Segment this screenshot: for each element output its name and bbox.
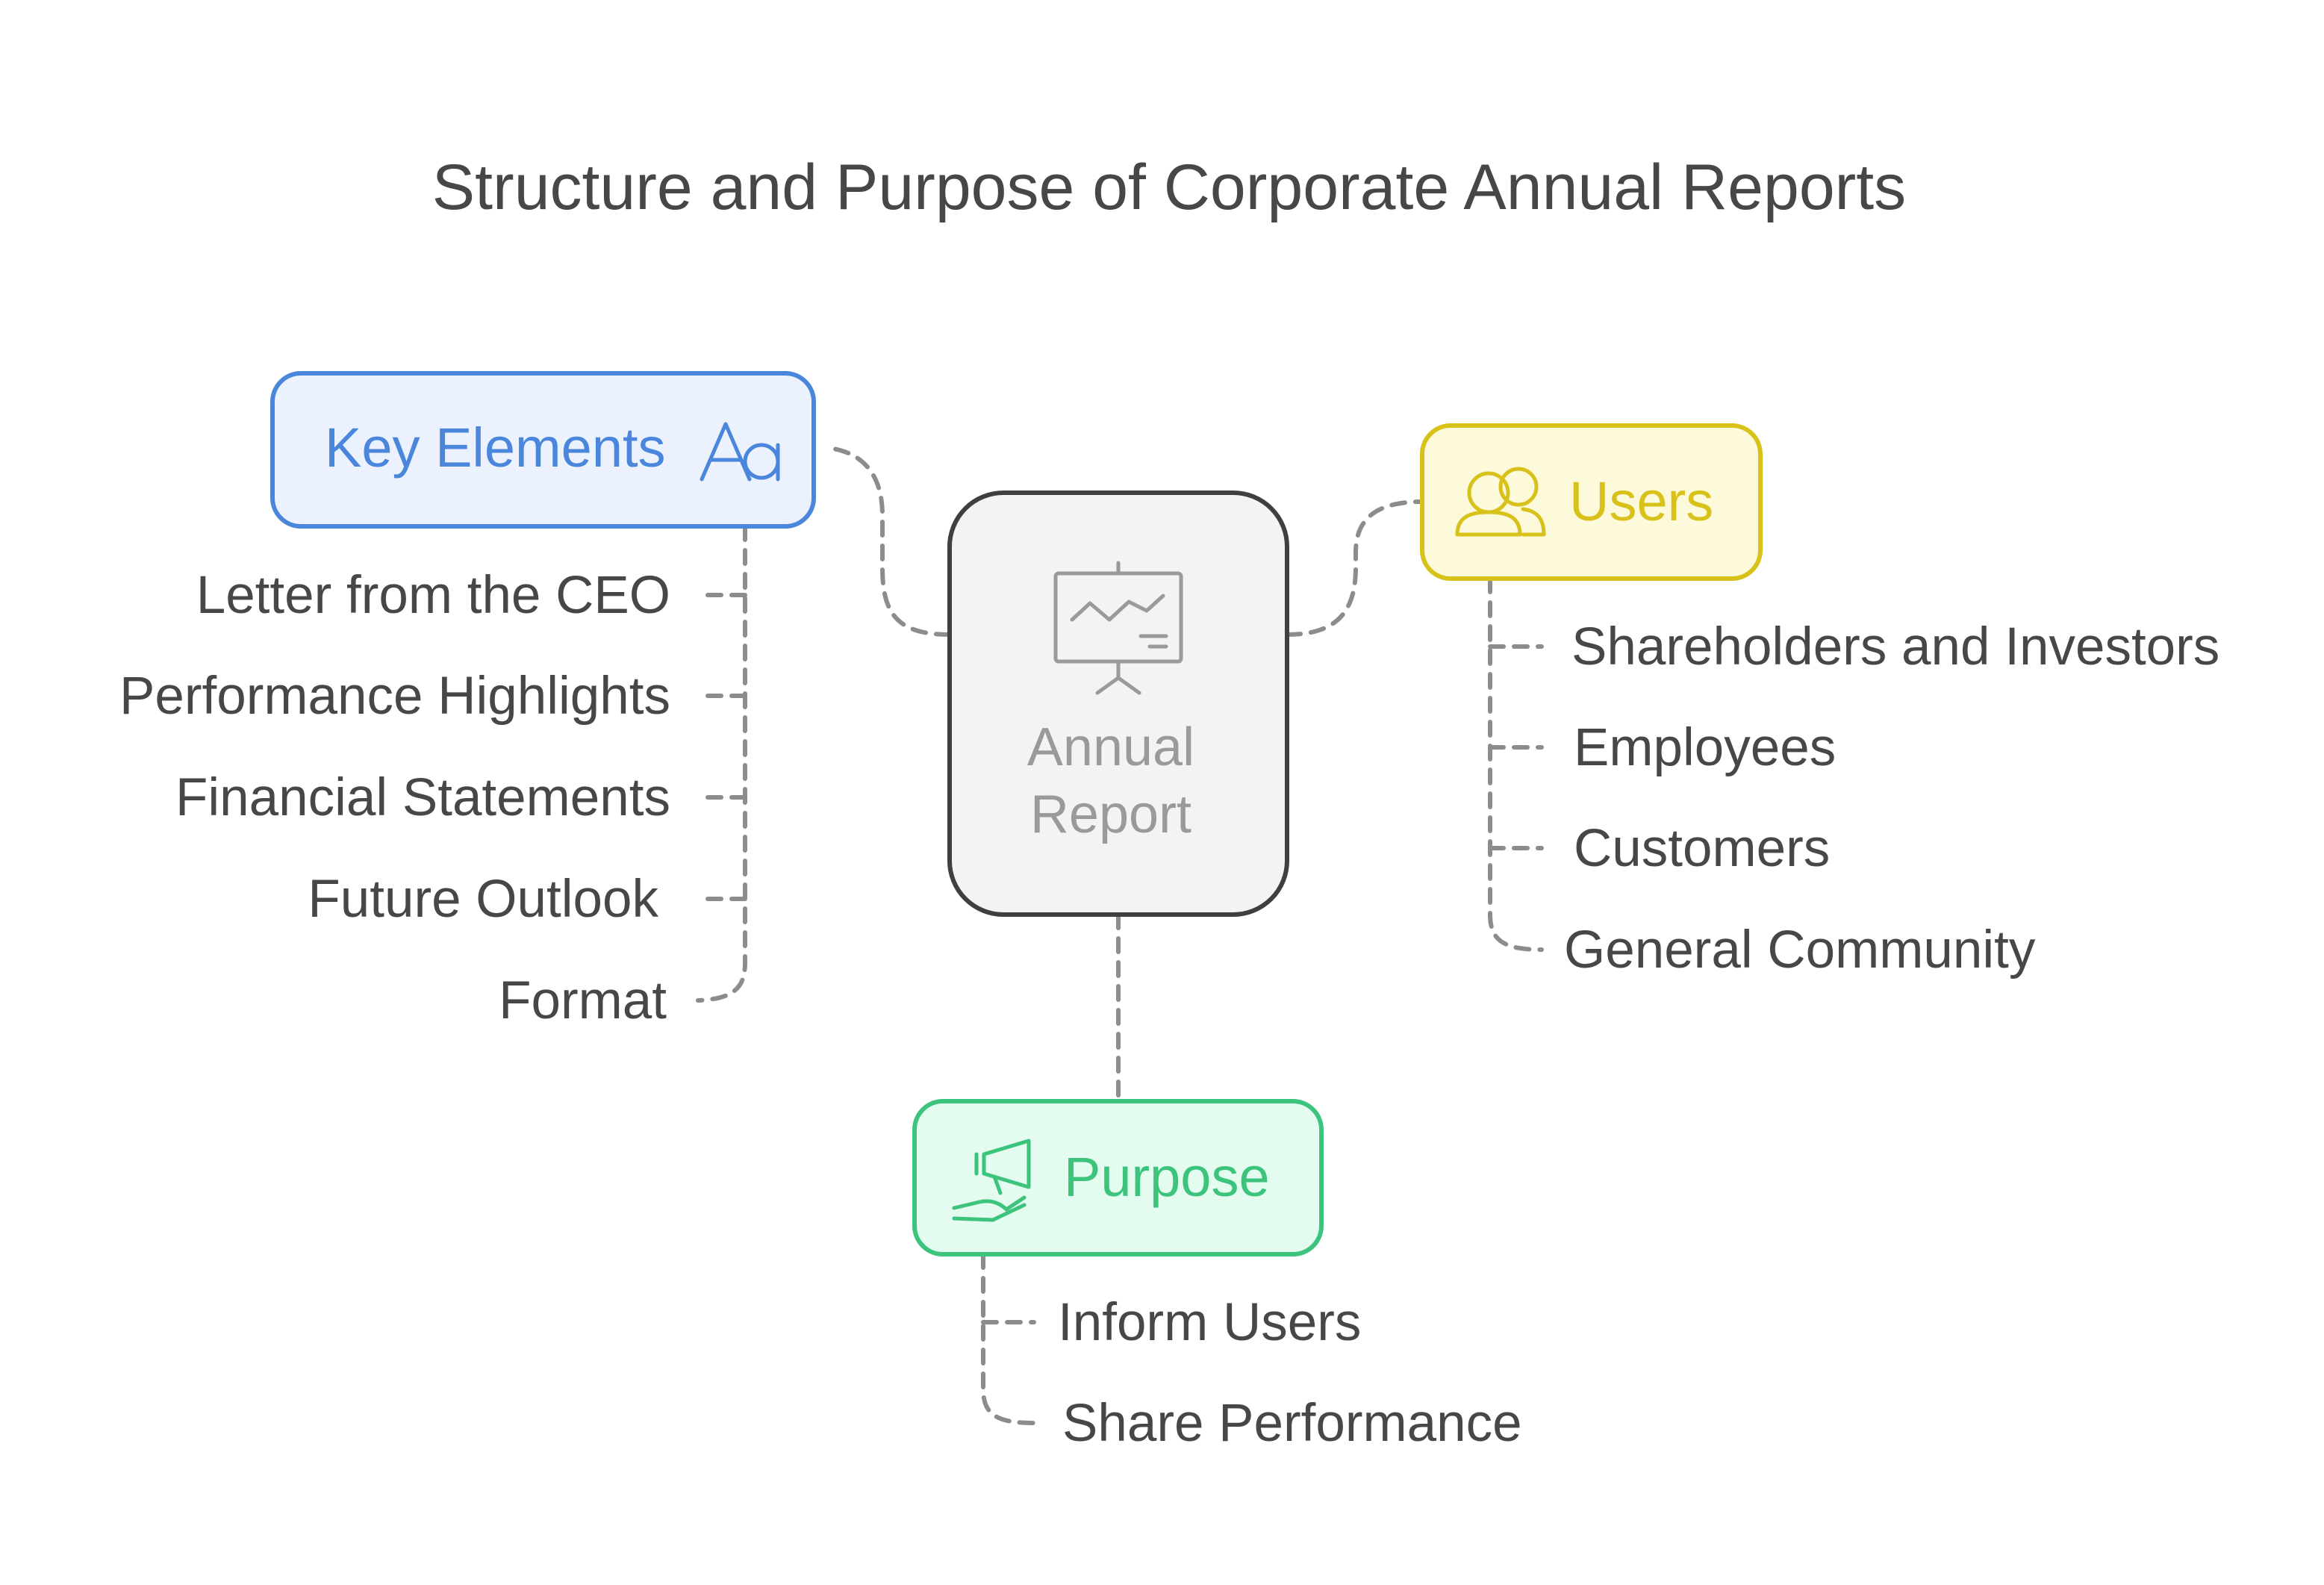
connector-key-elements-trunk <box>696 524 747 1003</box>
users-item: General Community <box>1564 921 2036 980</box>
users-item: Shareholders and Investors <box>1571 617 2219 676</box>
key-elements-box <box>270 371 816 529</box>
center-label-line1: Annual <box>1027 717 1194 777</box>
key-elements-item: Future Outlook <box>308 870 658 929</box>
connector-purpose-trunk <box>981 1252 1036 1425</box>
purpose-box <box>912 1099 1324 1257</box>
purpose-item: Share Performance <box>1062 1394 1522 1453</box>
connector-users-trunk <box>1488 576 1544 952</box>
diagram-title: Structure and Purpose of Corporate Annua… <box>432 152 1906 223</box>
key-elements-label: Key Elements <box>325 417 666 479</box>
purpose-items: Inform Users Share Performance <box>1058 1293 1522 1453</box>
users-box <box>1420 423 1763 581</box>
typography-aa-icon <box>700 422 780 482</box>
center-label-line2: Report <box>1030 785 1191 844</box>
users-icon <box>1455 467 1546 537</box>
key-elements-item: Financial Statements <box>175 768 670 827</box>
users-item: Employees <box>1574 718 1836 777</box>
megaphone-hand-icon <box>952 1139 1031 1222</box>
users-label: Users <box>1569 470 1713 532</box>
key-elements-node[interactable]: Key Elements <box>270 371 816 529</box>
purpose-node[interactable]: Purpose <box>912 1099 1324 1257</box>
users-items: Shareholders and Investors Employees Cus… <box>1564 617 2219 980</box>
purpose-item: Inform Users <box>1058 1293 1361 1352</box>
presentation-chart-icon <box>1053 561 1183 695</box>
key-elements-item: Performance Highlights <box>119 667 670 726</box>
center-node-box <box>947 491 1289 917</box>
users-item: Customers <box>1574 819 1830 878</box>
key-elements-item: Letter from the CEO <box>196 566 670 625</box>
connector-center-key-elements <box>826 446 952 637</box>
key-elements-item: Format <box>499 971 667 1030</box>
users-node[interactable]: Users <box>1420 423 1763 581</box>
center-node[interactable]: Annual Report <box>947 491 1289 917</box>
connector-center-users <box>1285 499 1424 637</box>
key-elements-items: Letter from the CEO Performance Highligh… <box>119 566 670 1030</box>
purpose-label: Purpose <box>1064 1146 1270 1208</box>
